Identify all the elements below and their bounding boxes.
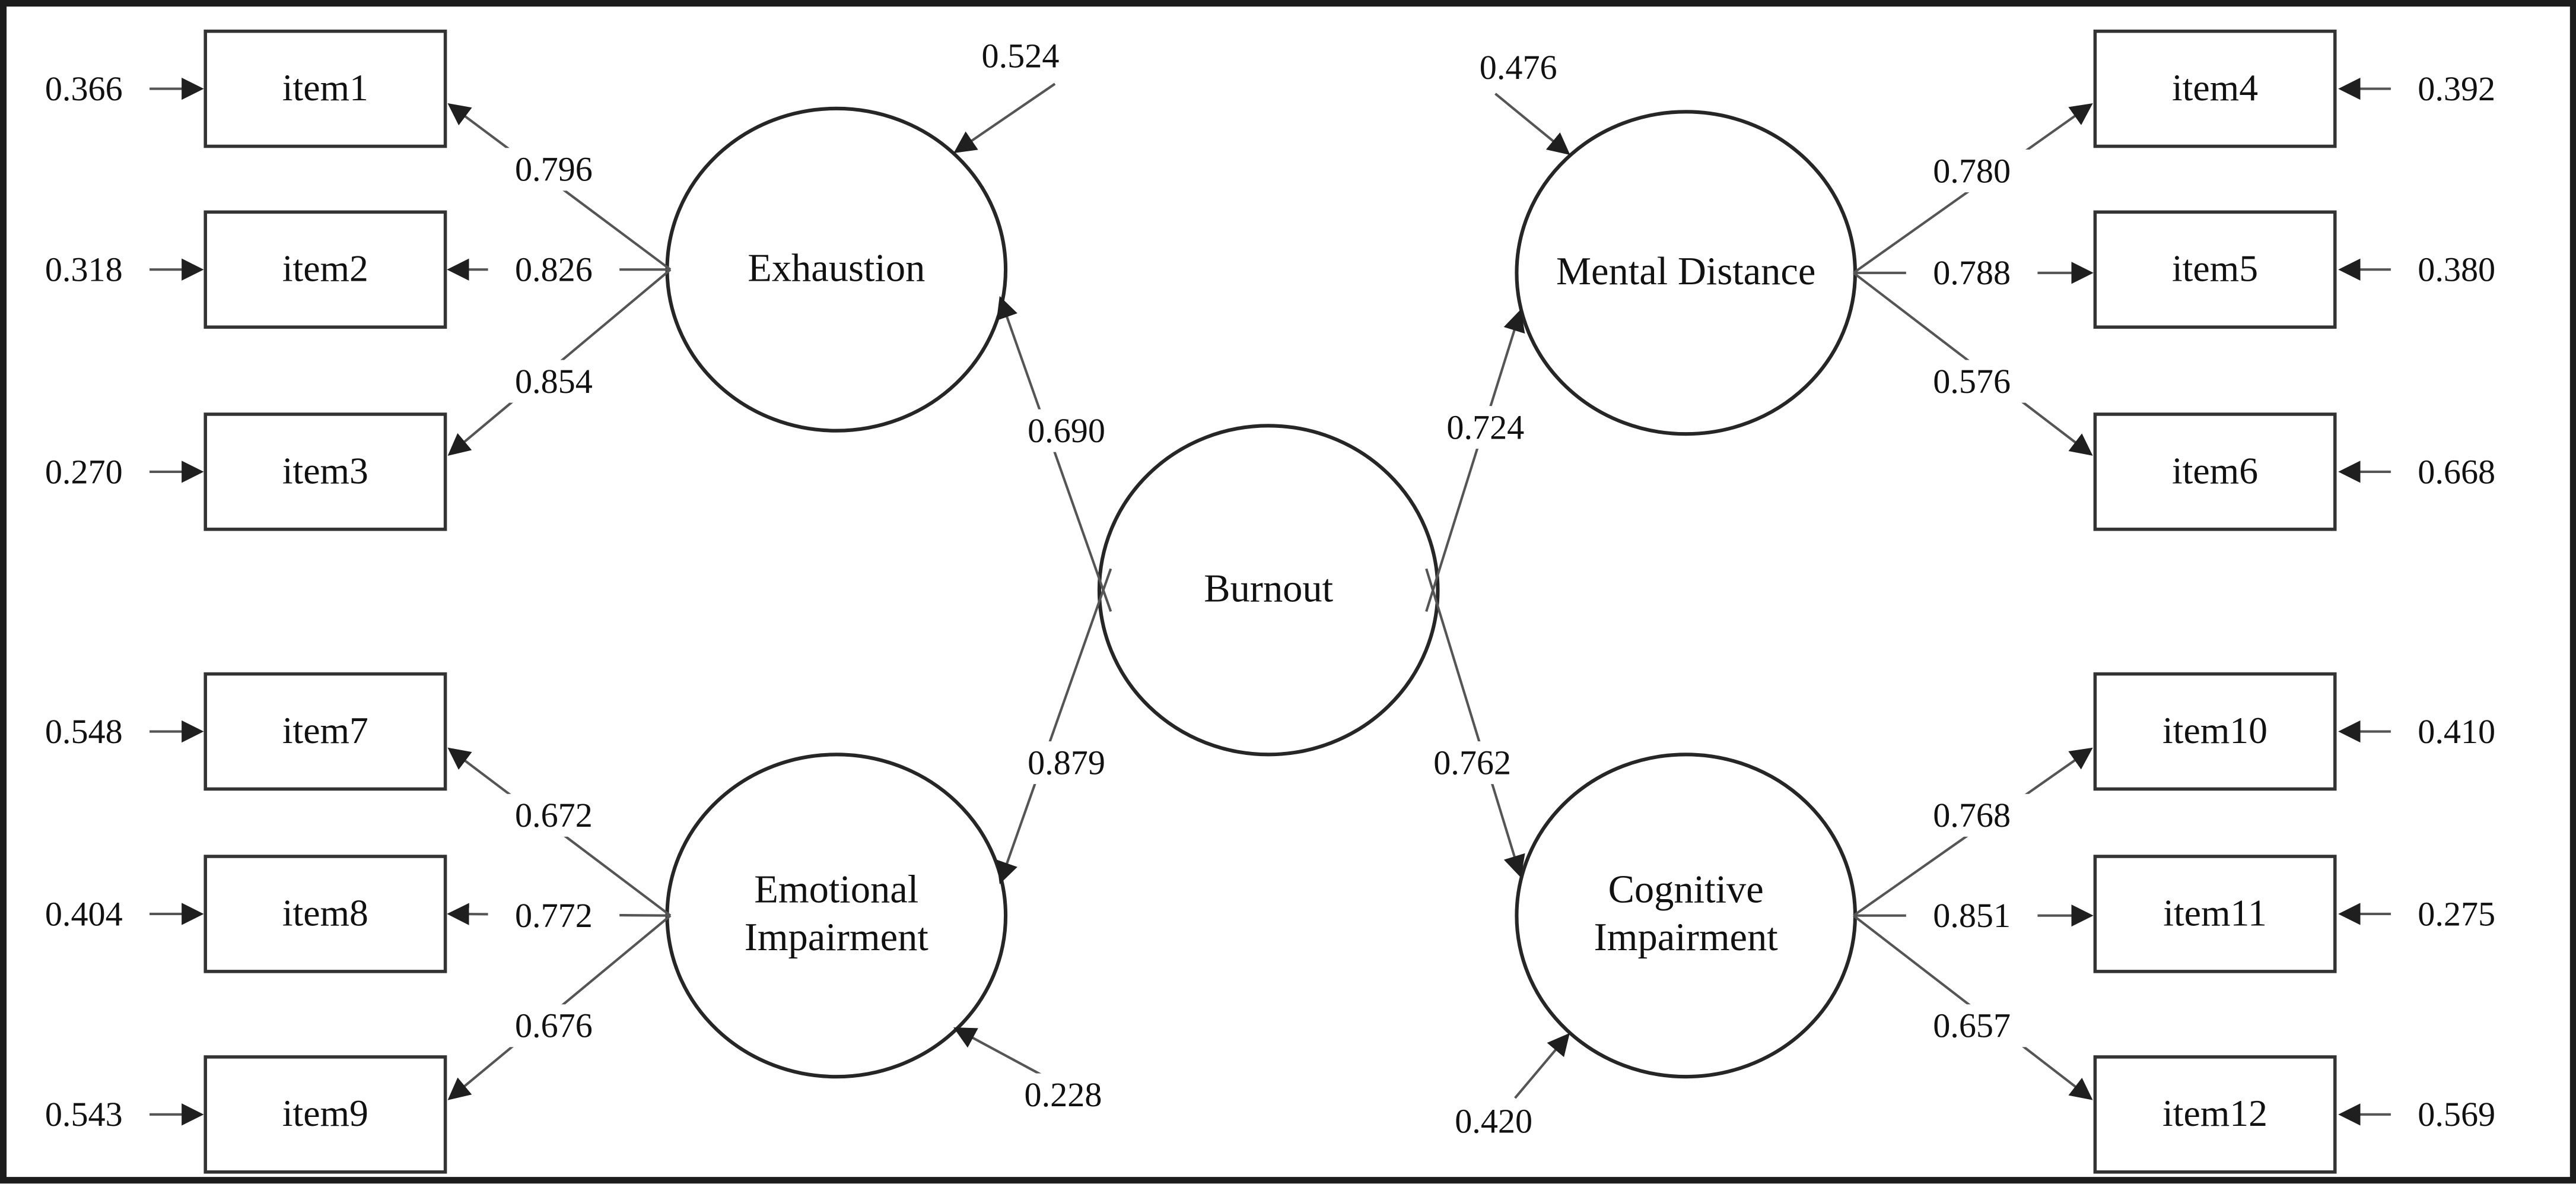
error-value-item3: 0.270	[18, 450, 150, 493]
residual-value-mental-distance: 0.476	[1452, 46, 1584, 89]
residual-value-cognitive-impairment: 0.420	[1427, 1099, 1560, 1142]
item7-box: item7	[203, 672, 447, 791]
error-value-item7: 0.548	[18, 710, 150, 753]
item6-box: item6	[2093, 412, 2337, 531]
error-value-item9: 0.543	[18, 1093, 150, 1136]
residual-value-emotional-impairment: 0.228	[997, 1073, 1129, 1116]
item3-box: item3	[203, 412, 447, 531]
error-value-item12: 0.569	[2390, 1093, 2523, 1136]
loading-value-item7: 0.672	[488, 793, 620, 837]
item9-box: item9	[203, 1055, 447, 1174]
path-burnout-exhaustion	[996, 296, 1112, 612]
item4-box: item4	[2093, 29, 2337, 148]
residual-arrow-mental-distance	[1494, 93, 1570, 155]
loading-value-item12: 0.657	[1906, 1004, 2038, 1047]
path-coefficient-exhaustion: 0.690	[1000, 409, 1133, 452]
residual-arrow-exhaustion	[953, 82, 1056, 153]
item2-box: item2	[203, 210, 447, 329]
path-coefficient-mental-distance: 0.724	[1420, 406, 1551, 449]
loading-value-item5: 0.788	[1906, 251, 2038, 294]
error-value-item5: 0.380	[2390, 248, 2523, 291]
item10-box: item10	[2093, 672, 2337, 791]
path-burnout-cognitive-impairment	[1425, 568, 1525, 878]
emotional-impairment-label: Emotional Impairment	[744, 869, 928, 960]
burnout-ellipse	[1097, 424, 1440, 757]
loading-value-item3: 0.854	[488, 360, 620, 403]
loading-value-item4: 0.780	[1906, 150, 2038, 193]
latent-ellipses	[665, 106, 1858, 1079]
error-value-item6: 0.668	[2390, 450, 2523, 493]
loading-value-item10: 0.768	[1906, 793, 2038, 837]
burnout-label: Burnout	[1204, 567, 1334, 611]
error-value-item2: 0.318	[18, 248, 150, 291]
item1-box: item1	[203, 29, 447, 148]
error-value-item8: 0.404	[18, 892, 150, 935]
mental-distance-label: Mental Distance	[1556, 250, 1816, 294]
residual-arrow-emotional-impairment	[953, 1027, 1042, 1077]
cognitive-impairment-label: Cognitive Impairment	[1594, 869, 1778, 960]
error-value-item11: 0.275	[2390, 892, 2523, 935]
loading-value-item9: 0.676	[488, 1004, 620, 1047]
residual-arrows	[953, 82, 1570, 1099]
item8-box: item8	[203, 855, 447, 973]
structural-paths	[996, 296, 1525, 884]
item12-box: item12	[2093, 1055, 2337, 1174]
loading-value-item2: 0.826	[488, 248, 620, 291]
path-coefficient-emotional-impairment: 0.879	[1000, 741, 1133, 785]
item11-box: item11	[2093, 855, 2337, 973]
path-burnout-mental-distance	[1425, 309, 1525, 612]
item5-box: item5	[2093, 210, 2337, 329]
error-value-item4: 0.392	[2390, 67, 2523, 110]
path-coefficient-cognitive-impairment: 0.762	[1406, 741, 1538, 785]
error-value-item1: 0.366	[18, 67, 150, 110]
residual-value-exhaustion: 0.524	[955, 34, 1086, 78]
loading-value-item8: 0.772	[488, 894, 620, 937]
exhaustion-label: Exhaustion	[748, 247, 926, 290]
path-burnout-emotional-impairment	[996, 568, 1112, 884]
diagram-lines	[141, 77, 2405, 1126]
residual-arrow-cognitive-impairment	[1514, 1033, 1570, 1099]
loading-value-item1: 0.796	[488, 148, 620, 191]
error-value-item10: 0.410	[2390, 710, 2523, 753]
loading-value-item6: 0.576	[1906, 360, 2038, 403]
loading-value-item11: 0.851	[1906, 894, 2038, 937]
